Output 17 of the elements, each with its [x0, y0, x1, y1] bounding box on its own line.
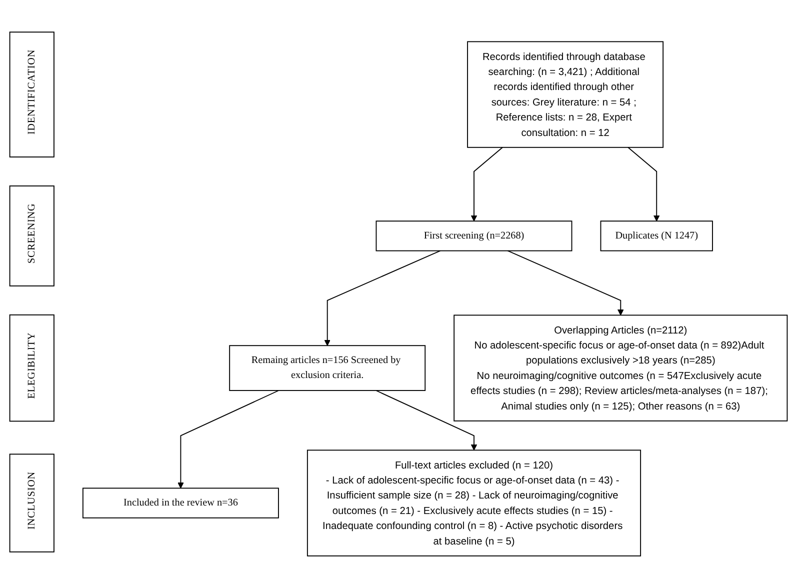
node-box: SCREENING	[9, 185, 54, 286]
arrow	[376, 390, 478, 450]
node-box: Overlapping Articles (n=2112) No adolescent-specific focus or age-of-onset data (n = 892)Adult populations exclusively >18 years (n=285) No neuroimaging/cognitive outcomes (n = 547Exclusively acute effects studies (n = 298); Review articles/meta-analyses (n = 187); Animal studies only (n = 125); Other reasons (n = 63)	[454, 314, 788, 422]
node-box: INCLUSION	[9, 454, 54, 552]
node-box: Records identified through database searching: (n = 3,421) ; Additional records identified through other sources: Grey literature: n = 54 ; Reference lists: n = 28, Expert consultation: n = 12	[467, 41, 664, 148]
node-box: ELEGIBILITY	[9, 314, 54, 422]
node-box: Remaing articles n=156 Screened by exclusion criteria.	[229, 345, 426, 391]
node-box: Duplicates (N 1247)	[600, 220, 713, 252]
node-box: IDENTIFICATION	[9, 32, 54, 158]
arrow	[470, 146, 504, 222]
arrow	[324, 250, 441, 346]
arrow	[507, 250, 624, 316]
node-box: Full-text articles excluded (n = 120) - Lack of adolescent-specific focus or age-of-onset data (n = 43) - Insufficient sample size (n = 28) - Lack of neuroimaging/cognitive outcomes (n = 21) - Exclusively acute effects studies (n = 15) - Inadequate confounding control (n = 8) - Active psychotic disorders at baseline (n = 5)	[306, 450, 642, 556]
arrow	[628, 146, 660, 222]
node-box: First screening (n=2268)	[376, 220, 572, 252]
arrow	[178, 390, 280, 488]
node-box: Included in the review n=36	[82, 488, 279, 518]
